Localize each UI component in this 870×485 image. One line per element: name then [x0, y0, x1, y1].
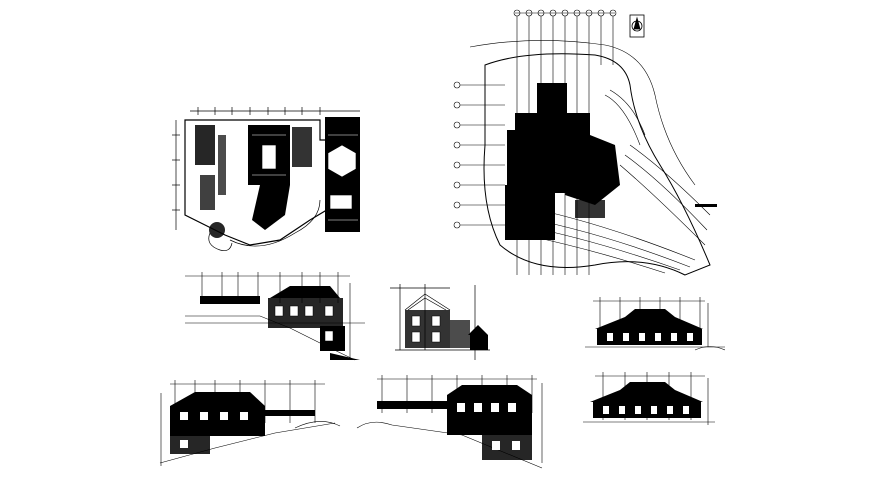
site-plan-svg [453, 9, 717, 276]
elevation-upper-right-svg [585, 297, 725, 351]
elevation-lower-left-svg [159, 380, 341, 466]
floor-plan-svg [172, 107, 360, 252]
elevation-lower-right-drawing [575, 370, 725, 430]
site-grid-bubbles-left [453, 81, 505, 229]
elevation-front-svg [185, 272, 365, 361]
site-building-mass [505, 83, 620, 240]
elevation-upper-right-drawing [575, 295, 725, 360]
elevation-lower-left-drawing [155, 378, 345, 473]
elevation-front-drawing [180, 268, 370, 368]
scale-bar [695, 204, 717, 207]
floor-plan-drawing [170, 105, 370, 255]
elevation-lower-middle-drawing [352, 373, 552, 473]
elevation-lower-right-svg [583, 372, 715, 425]
north-arrow-icon [629, 14, 645, 38]
site-plan-drawing [445, 5, 735, 285]
section-cut-drawing [380, 280, 495, 365]
section-cut-svg [390, 284, 490, 360]
floor-plan-dim-ticks [197, 107, 321, 115]
elevation-lower-middle-svg [356, 375, 543, 469]
